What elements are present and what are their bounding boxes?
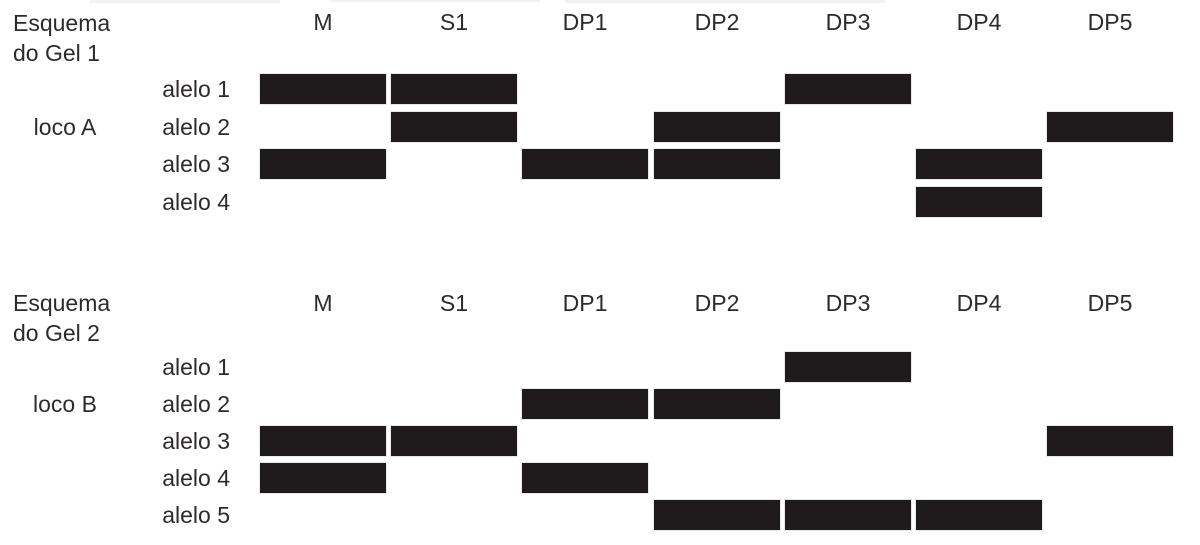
scan-artifact <box>330 0 540 2</box>
gel-band-2-alelo-3-s1 <box>391 426 517 456</box>
gel-band-2-alelo-4-m <box>260 463 386 493</box>
lane-header-dp1-gel-1: DP1 <box>562 9 608 35</box>
allele-label-gel-2-row-5: alelo 5 <box>162 502 230 528</box>
allele-label-gel-1-row-2: alelo 2 <box>162 114 230 140</box>
lane-header-dp4-gel-2: DP4 <box>956 290 1002 316</box>
gel-1-title-line-2: do Gel 1 <box>13 40 100 66</box>
gel-band-1-alelo-4-dp4 <box>916 187 1042 217</box>
allele-label-gel-1-row-3: alelo 3 <box>162 151 230 177</box>
locus-label-gel-2: loco B <box>33 391 97 417</box>
scan-artifact <box>565 0 885 3</box>
gel-band-1-alelo-2-dp2 <box>654 112 780 142</box>
lane-header-dp2-gel-1: DP2 <box>694 9 740 35</box>
gel-band-1-alelo-2-s1 <box>391 112 517 142</box>
gel-band-2-alelo-2-dp2 <box>654 389 780 419</box>
gel-band-2-alelo-3-m <box>260 426 386 456</box>
gel-band-2-alelo-1-dp3 <box>785 352 911 382</box>
lane-header-m-gel-1: M <box>313 9 333 35</box>
gel-band-1-alelo-2-dp5 <box>1047 112 1173 142</box>
gel-band-2-alelo-5-dp2 <box>654 500 780 530</box>
gel-2-title-line-1: Esquema <box>13 290 111 316</box>
scan-artifact <box>90 0 280 3</box>
lane-header-dp4-gel-1: DP4 <box>956 9 1002 35</box>
gel-2-title-line-2: do Gel 2 <box>13 320 100 346</box>
gel-band-2-alelo-5-dp3 <box>785 500 911 530</box>
allele-label-gel-1-row-1: alelo 1 <box>162 76 230 102</box>
gel-band-2-alelo-3-dp5 <box>1047 426 1173 456</box>
gel-band-1-alelo-3-dp1 <box>522 149 648 179</box>
gel-1-title-line-1: Esquema <box>13 10 111 36</box>
gel-band-2-alelo-2-dp1 <box>522 389 648 419</box>
gel-band-1-alelo-3-dp4 <box>916 149 1042 179</box>
lane-header-dp3-gel-1: DP3 <box>825 9 871 35</box>
lane-header-dp3-gel-2: DP3 <box>825 290 871 316</box>
locus-label-gel-1: loco A <box>33 114 97 140</box>
lane-header-dp1-gel-2: DP1 <box>562 290 608 316</box>
lane-header-s1-gel-1: S1 <box>439 9 469 35</box>
lane-header-dp5-gel-2: DP5 <box>1087 290 1133 316</box>
allele-label-gel-2-row-4: alelo 4 <box>162 465 230 491</box>
gel-band-2-alelo-5-dp4 <box>916 500 1042 530</box>
gel-band-1-alelo-1-s1 <box>391 74 517 104</box>
lane-header-m-gel-2: M <box>313 290 333 316</box>
gel-band-1-alelo-3-dp2 <box>654 149 780 179</box>
lane-header-s1-gel-2: S1 <box>439 290 469 316</box>
allele-label-gel-1-row-4: alelo 4 <box>162 189 230 215</box>
gel-band-1-alelo-1-m <box>260 74 386 104</box>
gel-band-1-alelo-3-m <box>260 149 386 179</box>
allele-label-gel-2-row-2: alelo 2 <box>162 391 230 417</box>
lane-header-dp5-gel-1: DP5 <box>1087 9 1133 35</box>
gel-band-1-alelo-1-dp3 <box>785 74 911 104</box>
gel-band-2-alelo-4-dp1 <box>522 463 648 493</box>
allele-label-gel-2-row-1: alelo 1 <box>162 354 230 380</box>
allele-label-gel-2-row-3: alelo 3 <box>162 428 230 454</box>
lane-header-dp2-gel-2: DP2 <box>694 290 740 316</box>
